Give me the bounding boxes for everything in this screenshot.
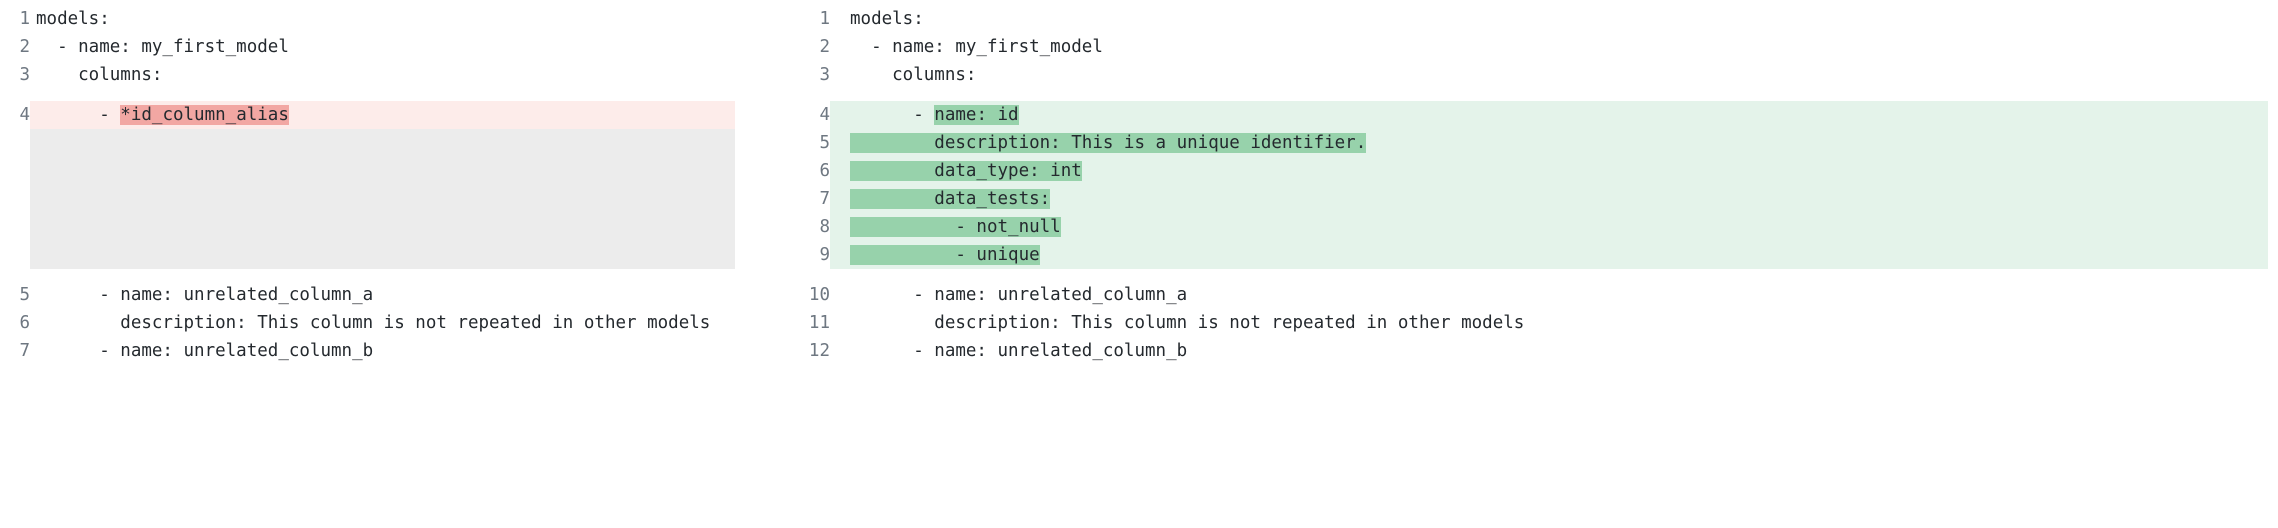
line-number: 6 [819,161,830,181]
line-content: - name: id [830,101,2268,129]
line-number: 12 [808,341,830,361]
filler-line [0,129,735,157]
code-line: 2 - name: my_first_model [0,33,735,61]
line-content [30,241,735,269]
added-token: - not_null [850,217,1061,237]
line-content [30,157,735,185]
line-number: 3 [19,65,30,85]
added-token: description: This is a unique identifier… [850,133,1367,153]
line-number: 8 [819,217,830,237]
line-number [0,129,30,157]
line-content: models: [850,9,924,29]
line-content: description: This column is not repeated… [850,313,1525,333]
line-content: - unique [830,241,2268,269]
code-line: 12 - name: unrelated_column_b [760,337,2268,365]
added-token: name: id [934,105,1019,125]
line-content [30,185,735,213]
line-content: data_type: int [830,157,2268,185]
line-number: 1 [19,9,30,29]
line-number: 4 [819,105,830,125]
line-content: description: This column is not repeated… [36,313,711,333]
code-line: 10 - name: unrelated_column_a [760,281,2268,309]
line-content: columns: [850,65,977,85]
filler-line [0,157,735,185]
line-number: 6 [19,313,30,333]
line-content: models: [36,9,110,29]
line-number: 10 [808,285,830,305]
line-number: 9 [819,245,830,265]
code-line: 5 description: This is a unique identifi… [760,129,2268,157]
code-line: 7 data_tests: [760,185,2268,213]
line-number: 5 [19,285,30,305]
filler-line [0,213,735,241]
line-number: 2 [19,37,30,57]
code-line: 9 - unique [760,241,2268,269]
line-number [0,185,30,213]
added-token: data_type: int [850,161,1082,181]
code-line: 11 description: This column is not repea… [760,309,2268,337]
line-content: - name: unrelated_column_a [850,285,1188,305]
line-content: - name: unrelated_column_a [36,285,374,305]
line-number [0,157,30,185]
line-content: columns: [36,65,163,85]
line-number: 7 [819,189,830,209]
line-content: - *id_column_alias [30,101,735,129]
filler-line [0,185,735,213]
line-content: description: This is a unique identifier… [830,129,2268,157]
line-content [30,129,735,157]
code-line: 1 models: [760,5,2268,33]
code-line: 4 - name: id [760,101,2268,129]
line-content: data_tests: [830,185,2268,213]
code-line: 5 - name: unrelated_column_a [0,281,735,309]
line-number: 3 [819,65,830,85]
code-line: 1 models: [0,5,735,33]
change-block: 4 - *id_column_alias [0,101,735,269]
line-content: - name: my_first_model [36,37,289,57]
code-line: 8 - not_null [760,213,2268,241]
filler-line [0,241,735,269]
line-number: 7 [19,341,30,361]
line-content [30,213,735,241]
line-number: 2 [819,37,830,57]
line-content: - name: my_first_model [850,37,1103,57]
line-number: 1 [819,9,830,29]
code-line: 6 data_type: int [760,157,2268,185]
line-content: - name: unrelated_column_b [850,341,1188,361]
line-number: 4 [19,105,30,125]
code-line: 7 - name: unrelated_column_b [0,337,735,365]
line-number [0,213,30,241]
code-line: 3 columns: [0,61,735,89]
line-content: - not_null [830,213,2268,241]
line-number: 5 [819,133,830,153]
added-token: - unique [850,245,1040,265]
line-number: 11 [808,313,830,333]
added-token: data_tests: [850,189,1051,209]
line-number [0,241,30,269]
removed-token: *id_column_alias [120,105,289,125]
code-line: 2 - name: my_first_model [760,33,2268,61]
code-line: 6 description: This column is not repeat… [0,309,735,337]
code-line: 3 columns: [760,61,2268,89]
code-line: 4 - *id_column_alias [0,101,735,129]
line-content: - name: unrelated_column_b [36,341,374,361]
